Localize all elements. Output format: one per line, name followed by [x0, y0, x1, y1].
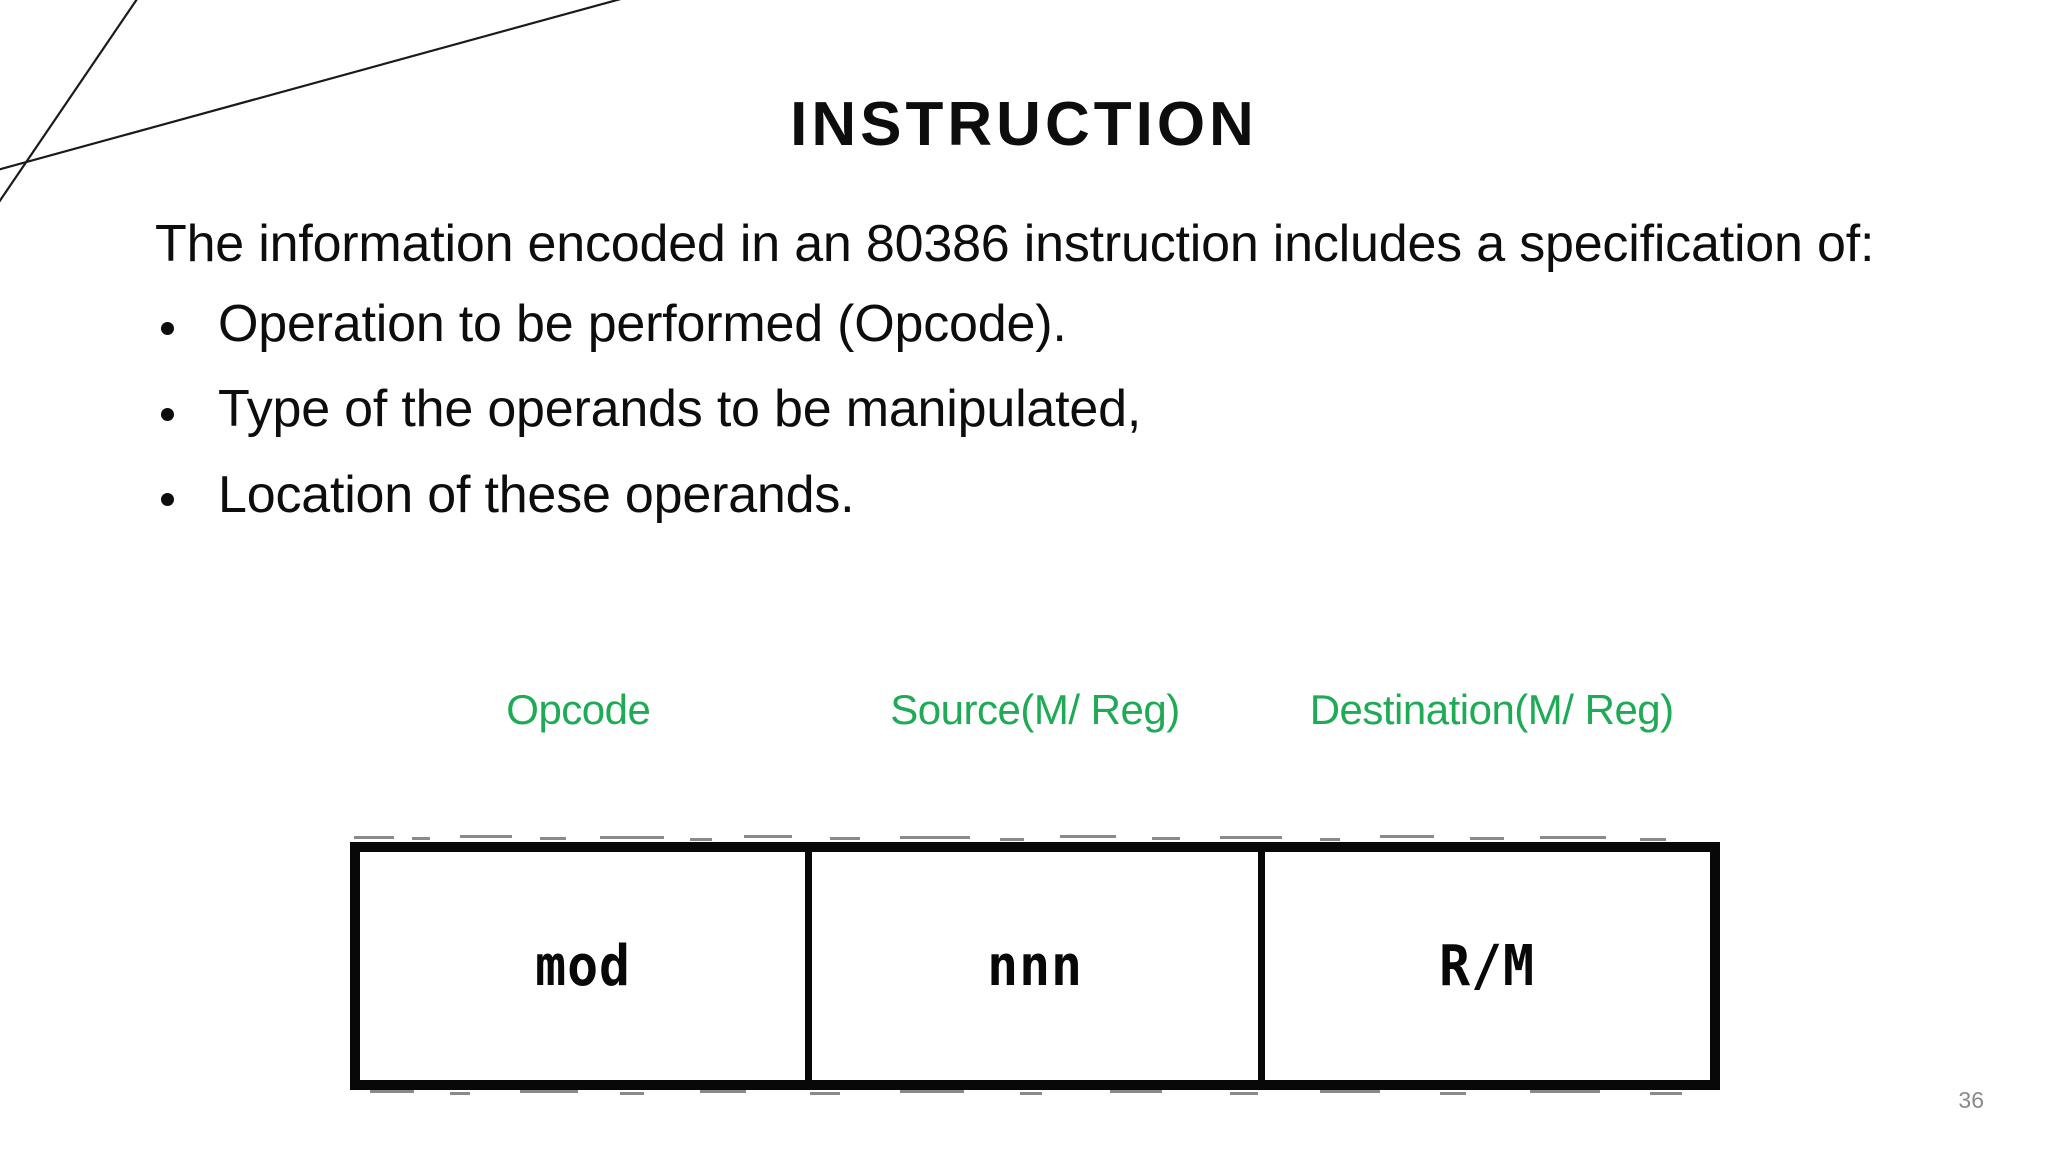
slide-number: 36 — [1958, 1087, 1984, 1113]
table-cell-label: mod — [534, 933, 631, 999]
list-item-label: Operation to be performed (Opcode). — [218, 295, 1067, 354]
diagram-labels: Opcode Source(M/ Reg) Destination(M/ Reg… — [350, 686, 1720, 734]
table-cell-nnn: nnn — [812, 852, 1265, 1080]
page-title: INSTRUCTION — [790, 90, 1258, 159]
bullet-dot-icon — [161, 492, 174, 506]
list-item: Type of the operands to be manipulated, — [155, 380, 1915, 438]
bullet-list: Operation to be performed (Opcode). Type… — [155, 295, 1915, 524]
body-content: The information encoded in an 80386 inst… — [155, 215, 1915, 551]
list-item-label: Location of these operands. — [218, 465, 855, 524]
list-item: Operation to be performed (Opcode). — [155, 295, 1915, 353]
diagram-label-destination: Destination(M/ Reg) — [1309, 686, 1674, 733]
table-cell-mod: mod — [360, 852, 813, 1080]
bullet-dot-icon — [161, 407, 174, 421]
lead-paragraph: The information encoded in an 80386 inst… — [155, 215, 1875, 273]
table-cell-label: R/M — [1439, 933, 1536, 999]
table-cell-rm: R/M — [1265, 852, 1710, 1080]
bullet-dot-icon — [161, 322, 174, 336]
diagram-label-opcode: Opcode — [506, 686, 651, 733]
table-cell-label: nnn — [987, 933, 1083, 999]
list-item-label: Type of the operands to be manipulated, — [218, 380, 1142, 439]
instruction-format-table: mod nnn R/M — [350, 842, 1720, 1090]
list-item: Location of these operands. — [155, 466, 1915, 524]
diagram-label-source: Source(M/ Reg) — [890, 686, 1180, 733]
